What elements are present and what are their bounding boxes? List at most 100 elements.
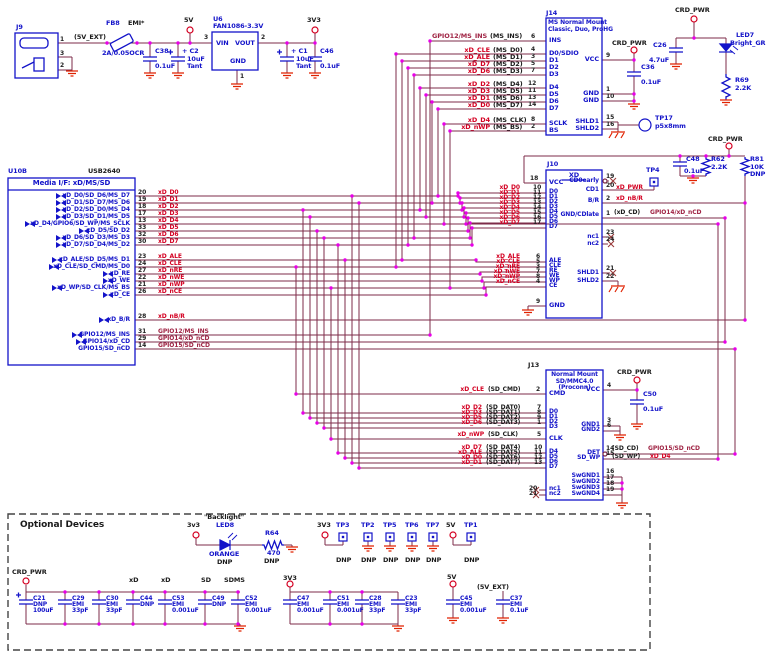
- j9-switch-box: [33, 57, 45, 72]
- tp17-label: TP17: [655, 114, 673, 122]
- r62-value: 2.2K: [711, 163, 728, 171]
- c30-label: C30 EMI 33pF: [106, 595, 123, 614]
- c26-value: 4.7uF: [649, 56, 670, 64]
- cap-c30: [91, 599, 107, 605]
- j10-num-gnd: 9: [536, 298, 541, 305]
- c28-label: C28 EMI 33pF: [369, 595, 386, 614]
- j14-pins-gnd: GND GND: [583, 89, 599, 104]
- j10-crd-pwr: CRD_PWR: [708, 135, 743, 143]
- j14-pins-sclk-bs: SCLK BS: [549, 119, 568, 134]
- j13-lbls-dat47: (SD_DAT4) (SD_DAT5) (SD_DAT6) (SD_DAT7): [486, 444, 521, 466]
- c53-label: C53 EMI 0.001uF: [172, 595, 199, 614]
- r81-value: 10K DNP: [750, 163, 766, 178]
- j13-pins-gnd: GND1 GND2: [581, 421, 600, 433]
- c44-label: C44 DNP: [140, 595, 155, 608]
- c29-label: C29 EMI 33pF: [72, 595, 89, 614]
- chassis-ground-j10: [608, 285, 626, 293]
- c23-label: C23 EMI 33pF: [405, 595, 422, 614]
- j13-nums-d0-d3: 7 8 9 1: [537, 404, 542, 426]
- c48-value: 0.1uF: [684, 167, 705, 175]
- j13-num-vcc: 4: [607, 382, 612, 389]
- r69-value: 2.2K: [735, 84, 752, 92]
- r64-dnp: DNP: [264, 557, 280, 565]
- tp-row-3v3: 3V3: [317, 521, 331, 529]
- j10-pins-shld: SHLD1 SHLD2: [577, 269, 599, 284]
- cap-c47: [282, 599, 298, 605]
- j14-nets-a: xD_CLE xD_ALE xD_D7 xD_D6: [464, 46, 490, 75]
- chassis-ground-tp17: [608, 131, 626, 139]
- j13-nums-nc: 20 21: [529, 485, 538, 497]
- j14-pins-d4-d7: D4 D5 D6 D7: [549, 83, 559, 112]
- u10b-pins-data: xD_D0/SD_D6/MS_D7 xD_D1/SD_D7/MS_D6 xD_D…: [30, 192, 130, 248]
- u10b-nums-data: 20 19 18 17 13 33 32 30: [138, 189, 147, 245]
- j10-pins-data: D0 D1 D2 D3 D4 D5 D6 D7: [549, 188, 558, 230]
- j13-crd-pwr: CRD_PWR: [617, 368, 652, 376]
- j13-num-cmd: 2: [536, 386, 541, 393]
- led7-value: Bright_GRN: [730, 39, 766, 47]
- j13-lbl-sd-wp: (SD_WP): [612, 453, 641, 460]
- resistor-r69: [720, 74, 732, 100]
- bank1-crd-pwr: CRD_PWR: [12, 568, 47, 576]
- c1-value: 10uF Tant: [296, 55, 314, 70]
- j13-net-gpio15: GPIO15/SD_nCD: [648, 445, 700, 452]
- bank1-hdr-sdms: SDMS: [224, 576, 245, 584]
- j10-num-cd0: 19: [606, 173, 615, 180]
- cap-c44: [125, 599, 141, 605]
- led8-color: ORANGE: [209, 550, 240, 558]
- j14-nets-c: xD_D4 xD_nWP: [461, 116, 490, 131]
- r69-refdes: R69: [735, 76, 749, 84]
- tp1-label: TP1: [464, 521, 478, 529]
- u6-gnd: GND: [230, 57, 246, 65]
- j13-net-cmd: xD_CLE: [460, 386, 484, 393]
- j10-nums-shld: 21 22: [606, 265, 615, 280]
- j9-barrel: [19, 37, 49, 49]
- j14-pins-shld: SHLD1 SHLD2: [575, 117, 599, 132]
- led8-refdes: LED8: [216, 521, 235, 529]
- cap-c48: [672, 161, 688, 167]
- j13-pins-det-wp: DET SD_WP: [577, 449, 600, 461]
- j9-refdes: J9: [16, 23, 23, 31]
- no-connect-marks: [532, 177, 617, 499]
- cap-c52: [230, 599, 246, 605]
- c38-refdes: C38: [155, 47, 169, 55]
- j13-title: Normal Mount SD/MMC4.0 (Proconn): [551, 371, 598, 391]
- wire-top-power: [58, 33, 316, 84]
- j13-nets-dat47: xD_D7 xD_ALE xD_D0 xD_D1: [458, 444, 482, 466]
- fb8-value: 2A/0.05OCR: [102, 49, 145, 57]
- tp6-label: TP6: [405, 521, 419, 529]
- led7-arrows: [729, 45, 739, 55]
- c38-value: 0.1uF: [155, 62, 176, 70]
- j10-title: XD: [568, 171, 580, 179]
- j14-lbl-ins: (MS_INS): [490, 32, 523, 40]
- j10-pins-ctl: ALE CLE RE WE WP CE: [549, 257, 562, 289]
- j13-pins-nc: nc1 nc2: [549, 485, 561, 497]
- j14-title: MS Normal Mount Classic, Duo, ProHG: [548, 19, 613, 33]
- u10b-num-br: 28: [138, 313, 147, 320]
- cap-c51: [322, 599, 338, 605]
- c47-label: C47 EMI 0.001uF: [297, 595, 324, 614]
- u6-vin: VIN: [216, 39, 229, 47]
- u10b-pin-br: xD_B/R: [107, 316, 130, 323]
- c45-label: C45 EMI 0.001uF: [460, 595, 487, 614]
- j13-num-clk: 5: [537, 431, 542, 438]
- u6-box: [211, 31, 259, 71]
- tp2-dnp: DNP: [361, 556, 377, 564]
- plus-signs: [16, 49, 282, 598]
- u10b-nets-data: xD_D0 xD_D1 xD_D2 xD_D3 xD_D4 xD_D5 xD_D…: [158, 189, 179, 245]
- j13-refdes: J13: [528, 361, 540, 369]
- c21-label: C21 DNP 100uF: [33, 595, 54, 614]
- tp4-label: TP4: [646, 166, 660, 174]
- r64-refdes: R64: [265, 529, 279, 537]
- resistor-r81: [739, 157, 751, 176]
- j14-nums-d0-d3: 4 3 5 7: [531, 46, 536, 74]
- cap-c26: [668, 47, 684, 53]
- j9-pin3: 3: [60, 50, 65, 57]
- junction-dots: [63, 36, 747, 626]
- tp3-dnp: DNP: [336, 556, 352, 564]
- j14-pin-ins: INS: [549, 36, 562, 44]
- c52-label: C52 EMI 0.001uF: [245, 595, 272, 614]
- cap-c45: [445, 599, 461, 605]
- u10b-nets-ctl: xD_ALE xD_CLE xD_nRE xD_nWE xD_nWP xD_nC…: [158, 253, 185, 295]
- j10-cd0-pin-circle: [602, 178, 608, 184]
- led8-triangle: [219, 539, 232, 551]
